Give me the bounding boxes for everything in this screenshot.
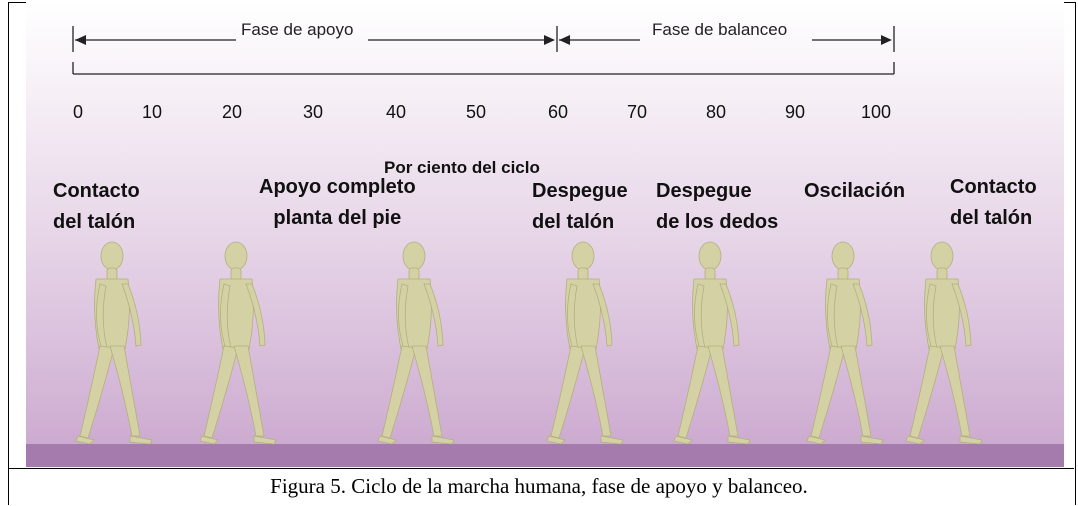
tick-label: 30 <box>302 102 324 122</box>
stage-label-heel-off: Despegue del talón <box>532 180 628 233</box>
tick-label: 60 <box>547 102 569 122</box>
walking-figure <box>377 241 455 445</box>
swing-phase-label: Fase de balanceo <box>652 20 788 39</box>
stance-arrowhead-left <box>75 35 86 45</box>
stance-arrowhead-right <box>544 35 555 45</box>
swing-arrowhead-left <box>559 35 570 45</box>
stage-label-heel-contact: Contacto del talón <box>53 180 140 233</box>
gait-illustration-panel <box>26 2 1064 466</box>
tick-label: 100 <box>860 102 892 122</box>
tick-label: 10 <box>141 102 163 122</box>
tick-label: 90 <box>784 102 806 122</box>
walking-figure <box>673 241 751 445</box>
swing-arrowhead-right <box>881 35 892 45</box>
stance-phase-label: Fase de apoyo <box>241 20 354 39</box>
walking-figure <box>199 241 277 445</box>
tick-label: 0 <box>72 102 84 122</box>
tick-label: 70 <box>626 102 648 122</box>
tick-label: 50 <box>465 102 487 122</box>
figure-caption: Figura 5. Ciclo de la marcha humana, fas… <box>270 474 808 498</box>
axis-title: Por ciento del ciclo <box>384 158 540 177</box>
walking-figure <box>905 241 983 445</box>
stage-label-swing: Oscilación <box>804 180 906 202</box>
stage-label-toe-off: Despegue de los dedos <box>656 180 779 233</box>
tick-label: 20 <box>221 102 243 122</box>
walking-figure <box>75 241 153 445</box>
caption-divider <box>8 468 1074 469</box>
walking-figure <box>806 241 884 445</box>
tick-label: 80 <box>705 102 727 122</box>
stage-label-foot-flat: Apoyo completo planta del pie <box>259 176 416 229</box>
floor <box>26 444 1064 467</box>
tick-label: 40 <box>385 102 407 122</box>
walking-figure <box>546 241 624 445</box>
stage-label-heel-contact-2: Contacto del talón <box>950 176 1037 229</box>
